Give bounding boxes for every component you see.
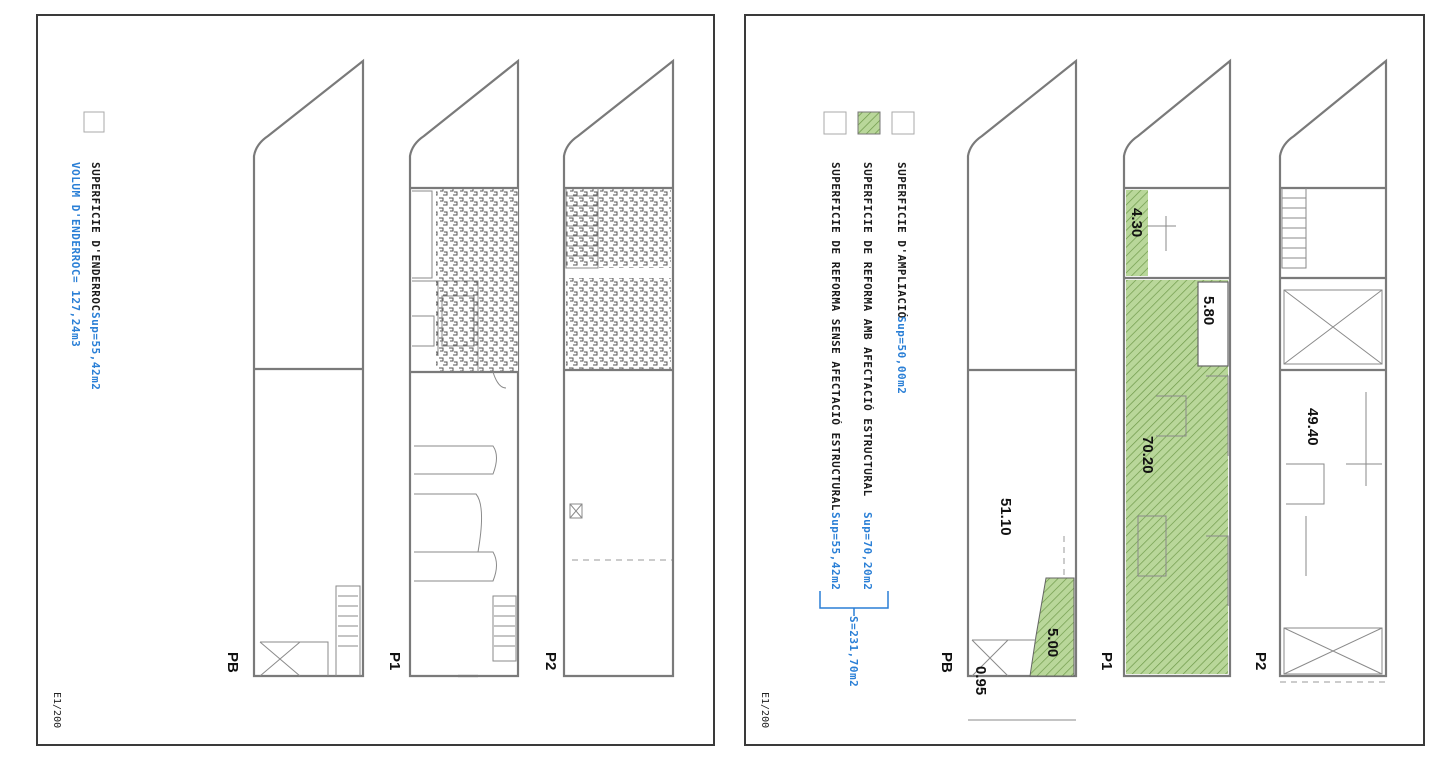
floor-label-p1-left: P1 [386,652,403,670]
demolition-value: Sup=55,42m2 [89,312,102,390]
plan-p2-right [1278,58,1388,683]
area-p1-top: 4.30 [1128,208,1145,237]
total-bracket [819,591,889,609]
demolition-legend-swatch [83,111,105,133]
structural-value: Sup=70,20m2 [861,512,874,590]
area-pb-main: 51.10 [997,498,1014,536]
plan-p1-right [1122,58,1232,678]
structural-legend-swatch [857,111,881,135]
area-pb-green: 5.00 [1044,628,1061,657]
floor-label-p2-right: P2 [1252,652,1269,670]
plan-p1-left [408,58,520,678]
scale-label-left: E1/200 [51,692,62,728]
floor-label-p1-right: P1 [1098,652,1115,670]
nonstructural-legend-swatch [823,111,847,135]
nonstructural-value: Sup=55,42m2 [829,512,842,590]
plan-p2-left [562,58,675,678]
area-pb-small: 0.95 [972,666,989,695]
sheet-intervention: SUPERFICIE D'AMPLIACIÓ Sup=50,00m2 SUPER… [744,14,1425,746]
floor-label-pb-right: PB [938,652,955,673]
nonstructural-label: SUPERFICIE DE REFORMA SENSE AFECTACIÓ ES… [829,162,842,511]
extension-value: Sup=50,00m2 [895,316,908,394]
area-p1-box: 5.80 [1200,296,1217,325]
scale-label-right: E1/200 [759,692,770,728]
demolition-label: SUPERFICIE D'ENDERROC [89,162,102,312]
total-value: S=231,70m2 [847,616,860,687]
area-p1-main: 70.20 [1139,436,1156,474]
floor-label-pb-left: PB [224,652,241,673]
floor-label-p2-left: P2 [542,652,559,670]
plan-pb-left [252,58,365,678]
extension-legend-swatch [891,111,915,135]
plan-pb-right [966,58,1078,721]
area-p2-main: 49.40 [1304,408,1321,446]
structural-label: SUPERFICIE DE REFORMA AMB AFECTACIÓ ESTR… [861,162,874,497]
demolition-volume: VOLUM D'ENDERROC= 127,24m3 [69,162,82,347]
demolition-plan-drawing: SUPERFICIE D'ENDERROC Sup=55,42m2 VOLUM … [51,58,675,728]
intervention-plan-drawing: SUPERFICIE D'AMPLIACIÓ Sup=50,00m2 SUPER… [759,58,1388,728]
extension-label: SUPERFICIE D'AMPLIACIÓ [895,162,908,319]
sheet-demolition: SUPERFICIE D'ENDERROC Sup=55,42m2 VOLUM … [36,14,715,746]
